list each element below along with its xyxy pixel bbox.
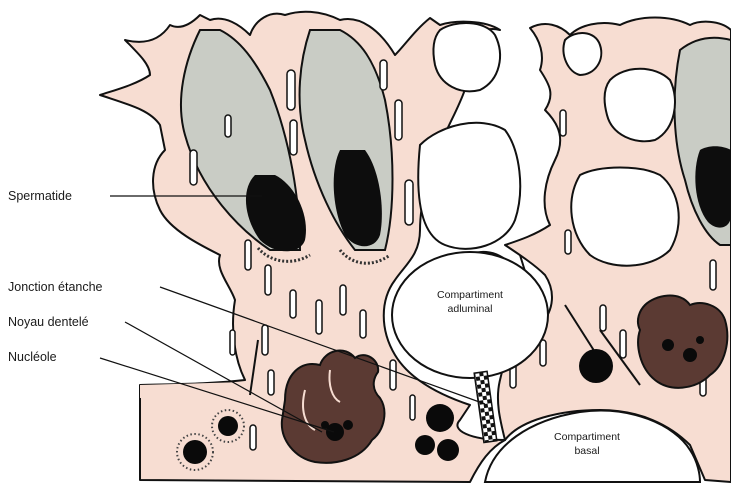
- label-nucleole: Nucléole: [8, 350, 57, 364]
- compartiment-adluminal: [392, 252, 548, 378]
- label-jonction-etanche: Jonction étanche: [8, 280, 103, 294]
- label-compartiment-basal-1: Compartiment: [554, 431, 620, 443]
- label-compartiment-adluminal-2: adluminal: [448, 303, 493, 315]
- label-noyau-dentele: Noyau dentelé: [8, 315, 89, 329]
- label-compartiment-adluminal-1: Compartiment: [437, 289, 503, 301]
- tight-junction: [474, 371, 497, 442]
- label-spermatide: Spermatide: [8, 189, 72, 203]
- label-compartiment-basal-2: basal: [574, 445, 599, 457]
